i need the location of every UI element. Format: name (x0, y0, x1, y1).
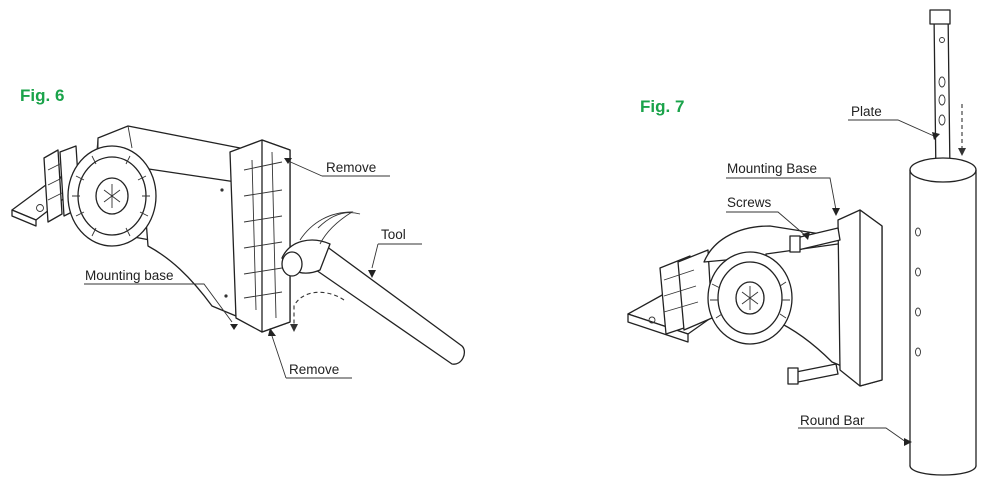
fig7-round-bar (909, 157, 977, 476)
fig7-label-mounting-base: Mounting Base (727, 161, 818, 176)
fig6-label-mounting-base: Mounting base (85, 268, 174, 283)
fig7-screws (787, 227, 841, 385)
fig7-bracket (627, 249, 723, 343)
fig7-label-round-bar: Round Bar (800, 413, 865, 428)
fig7-assembly (627, 9, 977, 476)
fig6-label-remove-top: Remove (326, 160, 377, 175)
fig7-gear-hub (707, 251, 793, 345)
fig7-plate (929, 9, 951, 179)
fig7-leaders (726, 119, 940, 446)
fig7-mounting-base (837, 209, 883, 387)
fig7-label-plate: Plate (851, 104, 882, 119)
fig6-arrowhead-icon (290, 324, 298, 332)
fig6-title: Fig. 6 (20, 86, 65, 105)
fig6-gear-hub (67, 145, 157, 247)
fig6-pry-motion-arrow (293, 291, 345, 326)
fig6-leaders (84, 158, 422, 379)
fig7-title: Fig. 7 (640, 97, 685, 116)
fig6-tool (281, 211, 466, 365)
fig7-label-screws: Screws (727, 195, 772, 210)
fig6-label-tool: Tool (381, 227, 406, 242)
fig6-bracket (11, 145, 81, 227)
fig7-arrowhead-icon (958, 148, 966, 156)
fig6-label-remove-bottom: Remove (289, 362, 340, 377)
fig6-cover-plate (229, 139, 291, 333)
fig6-assembly (11, 125, 466, 379)
